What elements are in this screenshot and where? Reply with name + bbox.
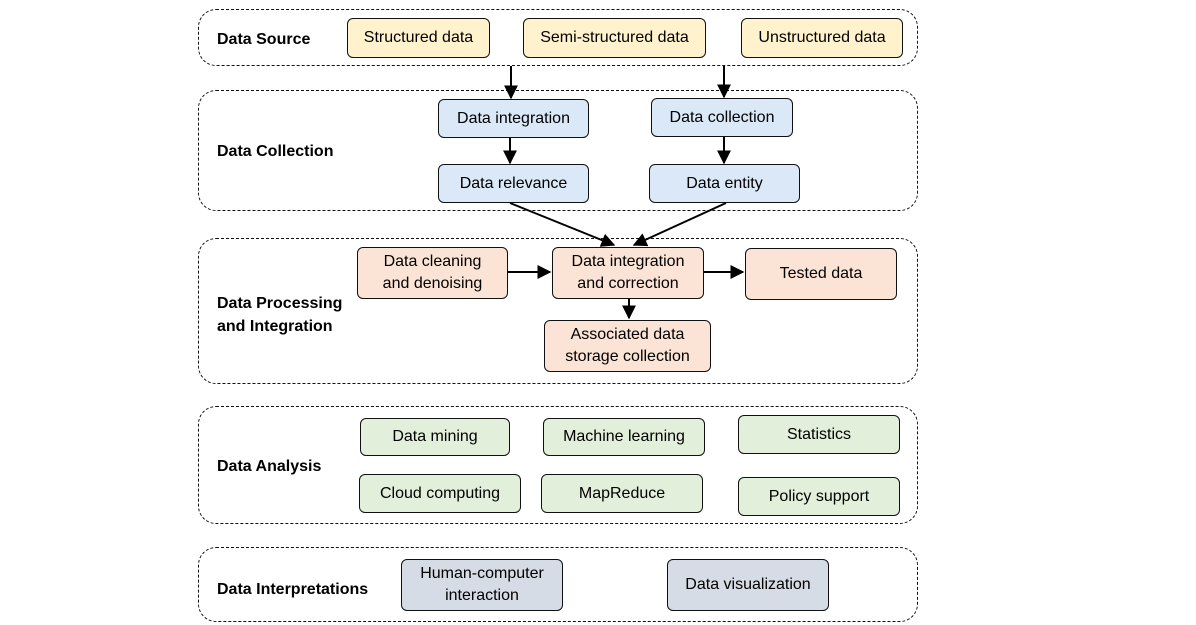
node-associated-data-storage: Associated data storage collection [544, 320, 711, 372]
node-structured-data: Structured data [347, 18, 490, 58]
node-data-relevance: Data relevance [438, 164, 589, 203]
node-mapreduce: MapReduce [541, 474, 703, 513]
node-data-entity: Data entity [649, 164, 800, 203]
stage-label-data-interpretations: Data Interpretations [217, 581, 369, 598]
stage-data-analysis [198, 406, 918, 524]
node-policy-support: Policy support [738, 477, 900, 516]
node-data-integration-correction: Data integration and correction [552, 247, 704, 299]
stage-label-data-source: Data Source [217, 31, 311, 48]
stage-label-data-collection: Data Collection [217, 143, 334, 160]
node-machine-learning: Machine learning [543, 418, 705, 456]
node-tested-data: Tested data [745, 248, 897, 300]
node-data-visualization: Data visualization [667, 559, 829, 611]
stage-label-data-analysis: Data Analysis [217, 458, 322, 475]
node-data-collection: Data collection [651, 98, 793, 137]
node-cloud-computing: Cloud computing [359, 474, 521, 513]
stage-label-data-processing: Data Processing and Integration [217, 295, 343, 335]
node-human-computer-interaction: Human-computer interaction [401, 559, 563, 611]
node-data-cleaning: Data cleaning and denoising [357, 247, 508, 299]
stage-data-source [198, 9, 918, 66]
node-data-mining: Data mining [360, 418, 510, 456]
node-semi-structured-data: Semi-structured data [523, 18, 706, 58]
node-statistics: Statistics [738, 415, 900, 454]
node-data-integration: Data integration [438, 99, 589, 138]
stage-data-interpretations [198, 547, 918, 622]
node-unstructured-data: Unstructured data [741, 18, 903, 58]
